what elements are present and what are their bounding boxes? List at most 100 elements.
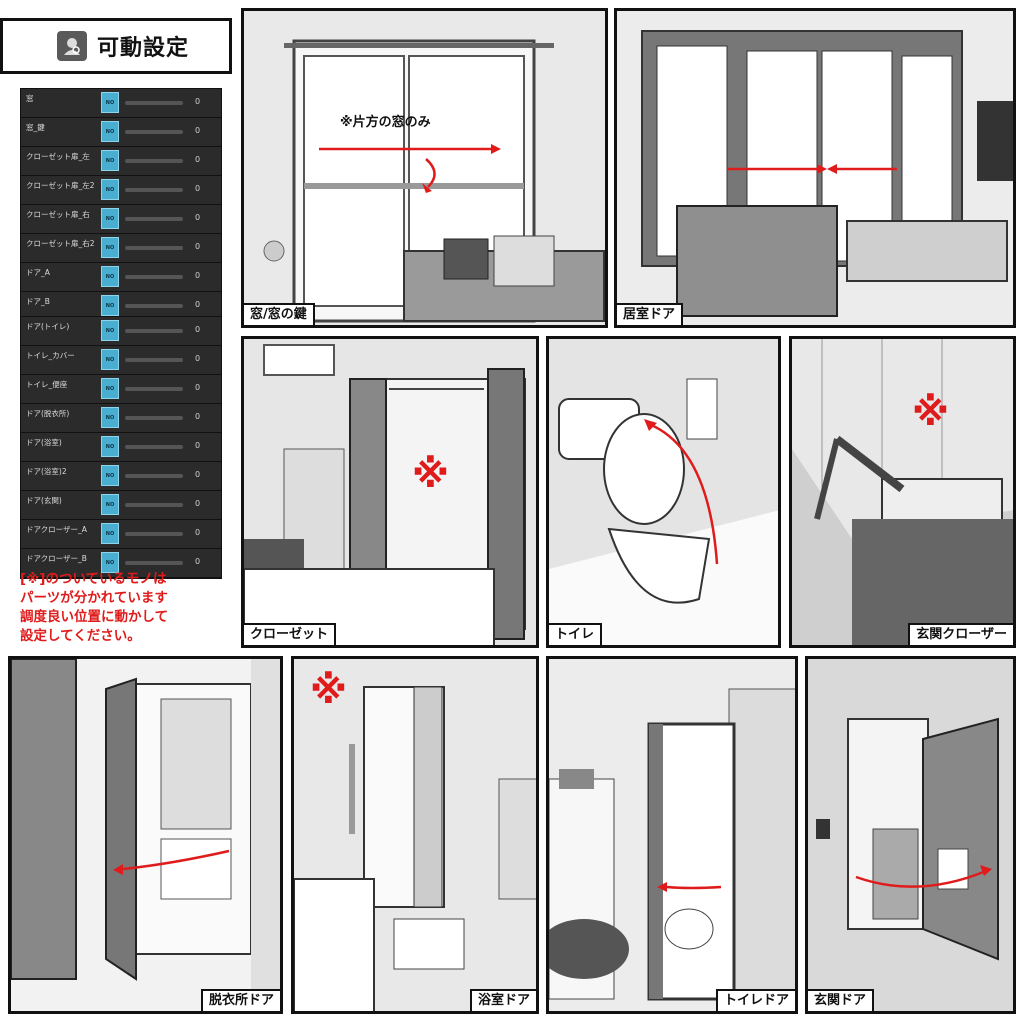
caption-dressing-door: 脱衣所ドア: [200, 989, 280, 1011]
key-toggle-button[interactable]: NO: [101, 494, 119, 515]
key-toggle-label: NO: [105, 128, 115, 135]
param-label: ドア(脱衣所): [26, 409, 70, 418]
note-line: 調度良い位置に動かして: [20, 609, 169, 625]
caption-bath-door: 浴室ドア: [469, 989, 536, 1011]
panel-toilet-door: トイレドア: [546, 656, 798, 1014]
param-label: ドア(浴室): [26, 438, 62, 447]
caption-closet: クローゼット: [244, 623, 337, 645]
key-toggle-label: NO: [105, 385, 115, 392]
parts-mark: ※: [310, 668, 347, 712]
key-toggle-button[interactable]: NO: [101, 523, 119, 544]
param-value: 0: [195, 242, 201, 251]
param-label: 窓: [26, 94, 34, 103]
key-toggle-button[interactable]: NO: [101, 266, 119, 287]
param-slider[interactable]: [125, 387, 183, 391]
key-toggle-label: NO: [105, 186, 115, 193]
param-value: 0: [195, 300, 201, 309]
param-slider[interactable]: [125, 304, 183, 308]
param-slider[interactable]: [125, 159, 183, 163]
key-toggle-label: NO: [105, 157, 115, 164]
key-toggle-button[interactable]: NO: [101, 150, 119, 171]
key-toggle-button[interactable]: NO: [101, 465, 119, 486]
param-slider[interactable]: [125, 358, 183, 362]
key-toggle-button[interactable]: NO: [101, 237, 119, 258]
param-row: クローゼット扉_左 NO 0: [21, 147, 221, 176]
key-toggle-button[interactable]: NO: [101, 121, 119, 142]
panel-living-door: 居室ドア: [614, 8, 1016, 328]
key-toggle-button[interactable]: NO: [101, 349, 119, 370]
note-line: [※]のついているモノは: [20, 571, 167, 587]
living-door-illustration: [617, 11, 1013, 325]
param-value: 0: [195, 97, 201, 106]
key-toggle-button[interactable]: NO: [101, 320, 119, 341]
param-label: ドア(玄関): [26, 496, 62, 505]
param-slider[interactable]: [125, 101, 183, 105]
parts-mark: ※: [412, 452, 449, 496]
param-label: クローゼット扉_左2: [26, 181, 95, 190]
param-value: 0: [195, 184, 201, 193]
param-label: ドアクローザー_A: [26, 525, 87, 534]
key-toggle-button[interactable]: NO: [101, 179, 119, 200]
param-slider[interactable]: [125, 561, 183, 565]
param-slider[interactable]: [125, 329, 183, 333]
panel-door-closer: ※ 玄関クローザー: [789, 336, 1016, 648]
key-toggle-button[interactable]: NO: [101, 378, 119, 399]
key-toggle-label: NO: [105, 559, 115, 566]
param-slider[interactable]: [125, 503, 183, 507]
param-slider[interactable]: [125, 474, 183, 478]
key-toggle-label: NO: [105, 302, 115, 309]
panel-window: ※片方の窓のみ 窓/窓の鍵: [241, 8, 608, 328]
param-slider[interactable]: [125, 532, 183, 536]
param-slider[interactable]: [125, 445, 183, 449]
note-line: パーツが分かれています: [20, 590, 168, 606]
key-toggle-label: NO: [105, 501, 115, 508]
caption-toilet: トイレ: [549, 623, 603, 645]
param-slider[interactable]: [125, 130, 183, 134]
key-toggle-button[interactable]: NO: [101, 552, 119, 573]
settings-title: 可動設定: [0, 18, 232, 74]
key-toggle-label: NO: [105, 443, 115, 450]
key-toggle-label: NO: [105, 215, 115, 222]
param-slider[interactable]: [125, 275, 183, 279]
param-label: クローゼット扉_右: [26, 210, 90, 219]
param-label: 窓_鍵: [26, 123, 45, 132]
bath-door-illustration: [294, 659, 536, 1011]
caption-entrance-door: 玄関ドア: [808, 989, 875, 1011]
param-value: 0: [195, 155, 201, 164]
param-value: 0: [195, 499, 201, 508]
key-toggle-button[interactable]: NO: [101, 92, 119, 113]
param-slider[interactable]: [125, 188, 183, 192]
param-label: クローゼット扉_左: [26, 152, 90, 161]
key-toggle-label: NO: [105, 244, 115, 251]
param-row: 窓 NO 0: [21, 89, 221, 118]
param-slider[interactable]: [125, 246, 183, 250]
param-row: クローゼット扉_右 NO 0: [21, 205, 221, 234]
caption-window: 窓/窓の鍵: [244, 303, 315, 325]
key-toggle-label: NO: [105, 414, 115, 421]
toilet-door-illustration: [549, 659, 795, 1011]
param-value: 0: [195, 441, 201, 450]
key-toggle-button[interactable]: NO: [101, 208, 119, 229]
key-toggle-button[interactable]: NO: [101, 295, 119, 316]
key-toggle-button[interactable]: NO: [101, 436, 119, 457]
window-illustration: [244, 11, 605, 325]
param-value: 0: [195, 528, 201, 537]
param-value: 0: [195, 557, 201, 566]
key-toggle-label: NO: [105, 327, 115, 334]
param-value: 0: [195, 213, 201, 222]
param-slider[interactable]: [125, 217, 183, 221]
panel-toilet: トイレ: [546, 336, 781, 648]
panel-dressing-door: 脱衣所ドア: [8, 656, 283, 1014]
door-closer-illustration: [792, 339, 1013, 645]
key-toggle-button[interactable]: NO: [101, 407, 119, 428]
param-row: ドア(浴室) NO 0: [21, 433, 221, 462]
panel-bath-door: ※ 浴室ドア: [291, 656, 539, 1014]
caption-door-closer: 玄関クローザー: [908, 623, 1013, 645]
param-slider[interactable]: [125, 416, 183, 420]
caption-living-door: 居室ドア: [617, 303, 684, 325]
